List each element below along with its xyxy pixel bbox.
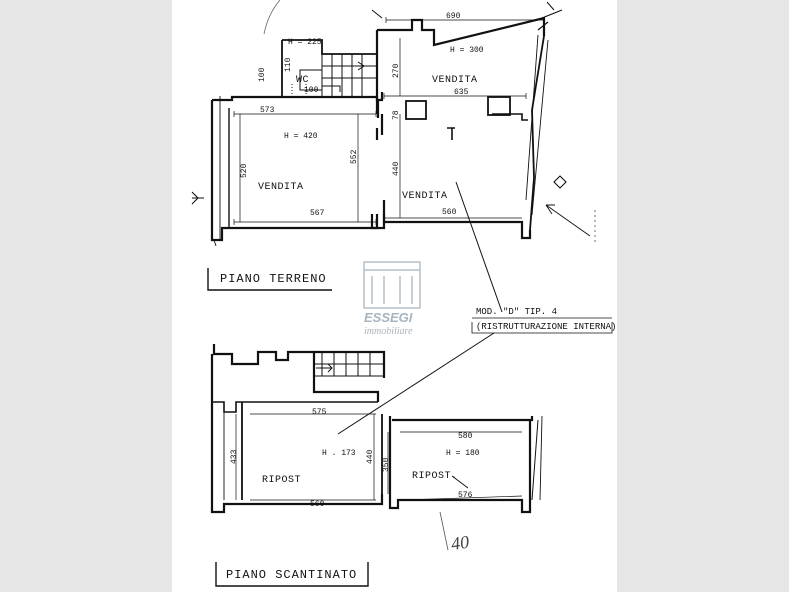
dim-left-side: 520 [240, 163, 249, 178]
floor-plan-drawing: 690 H = 300 H = 225 VENDITA 635 573 H = … [191, 0, 616, 587]
handwritten-note: 40 [439, 511, 471, 554]
watermark-brand: ESSEGI [364, 310, 413, 325]
title-basement: PIANO SCANTINATO [215, 562, 369, 587]
wc-label: WC [296, 75, 309, 86]
height-basement-left: H . 173 [322, 449, 356, 458]
dim-basement-left-top: 575 [312, 408, 327, 417]
handwritten-number: 40 [450, 532, 471, 554]
door-arc [263, 0, 281, 35]
dim-right-side: 440 [392, 161, 401, 176]
walls-ground-floor [210, 9, 563, 247]
note-line-2: (RISTRUTTURAZIONE INTERNA) [476, 322, 616, 332]
plan-sheet: 690 H = 300 H = 225 VENDITA 635 573 H = … [172, 0, 617, 592]
dimension-lines-basement [235, 413, 523, 501]
room-ripost-left: RIPOST [262, 475, 301, 486]
room-vendita-upper: VENDITA [432, 75, 478, 86]
stairs-basement [314, 351, 384, 377]
door-openings [291, 84, 307, 97]
title-piano-scantinato: PIANO SCANTINATO [226, 568, 357, 582]
dim-basement-middle: 440 [366, 449, 375, 464]
dim-basement-left-bottom: 560 [310, 500, 325, 509]
height-stair: H = 225 [288, 38, 322, 47]
dim-left-bottom: 567 [310, 209, 325, 218]
dim-basement-right-bottom: 576 [458, 491, 473, 500]
dim-stair-side: 270 [392, 63, 401, 78]
dim-top: 690 [446, 12, 461, 21]
height-right: H = 300 [450, 46, 484, 55]
title-ground-floor: PIANO TERRENO [207, 268, 332, 291]
room-vendita-middle: VENDITA [402, 191, 448, 202]
title-piano-terreno: PIANO TERRENO [220, 272, 327, 286]
dim-wc-a: 100 [258, 67, 267, 82]
labels-basement: 575 580 H . 173 H = 180 RIPOST RIPOST. 5… [230, 408, 480, 509]
dim-upper-right: 635 [454, 88, 469, 97]
dim-right-bottom: 560 [442, 208, 457, 217]
dim-basement-right-side: 350 [382, 457, 391, 472]
dimension-lines-ground [233, 17, 545, 225]
dim-wc-c: 100 [304, 86, 319, 95]
entrance-arrows [191, 175, 596, 242]
dim-left-top: 573 [260, 106, 275, 115]
note-line-1: MOD. "D" TIP. 4 [476, 307, 557, 317]
marks [371, 1, 555, 19]
labels-ground-floor: 690 H = 300 H = 225 VENDITA 635 573 H = … [240, 12, 484, 218]
dim-middle: 552 [350, 149, 359, 164]
note-annotation: MOD. "D" TIP. 4 (RISTRUTTURAZIONE INTERN… [337, 181, 616, 435]
height-basement-right: H = 180 [446, 449, 480, 458]
stairs-ground-floor [299, 54, 377, 97]
dim-small: 78 [392, 110, 401, 120]
height-left: H = 420 [284, 132, 318, 141]
dim-basement-left-side: 433 [230, 449, 239, 464]
room-vendita-left: VENDITA [258, 182, 304, 193]
walls-basement [210, 344, 543, 514]
watermark-subtitle: immobiliare [364, 326, 413, 337]
watermark-logo: ESSEGI immobiliare [363, 261, 421, 337]
room-ripost-right: RIPOST. [412, 471, 458, 482]
dim-basement-right-top: 580 [458, 432, 473, 441]
dim-wc-b: 110 [284, 57, 293, 72]
